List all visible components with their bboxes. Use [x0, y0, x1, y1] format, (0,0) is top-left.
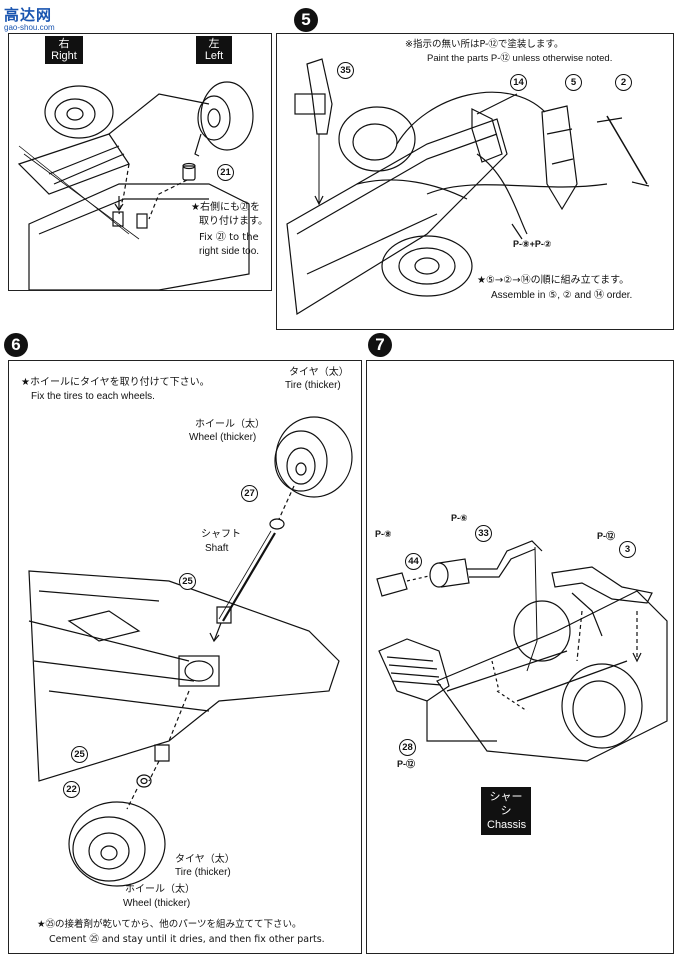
part-number-25-top: 25 — [179, 573, 196, 590]
paint-code-p6: P-⑥ — [451, 513, 468, 523]
step-number-5: 5 — [294, 8, 318, 32]
part-number-14: 14 — [510, 74, 527, 91]
step4-note-jp-2: 取り付けます。 — [199, 216, 268, 227]
step4-note-en-1: Fix ㉑ to the — [199, 232, 259, 243]
tire-top-en: Tire (thicker) — [285, 380, 341, 391]
part-number-27: 27 — [241, 485, 258, 502]
part-number-25-bottom: 25 — [71, 746, 88, 763]
step4-panel: 右 Right 左 Left 21 ★右側にも㉑を 取り付けます。 Fix ㉑ … — [8, 33, 272, 291]
tag-left-jp: 左 — [208, 37, 220, 50]
step5-note-jp: ※指示の無い所はP-⑫で塗装します。 — [405, 39, 564, 50]
step6-illustration — [28, 416, 353, 887]
part-number-28: 28 — [399, 739, 416, 756]
wheel-bottom-jp: ホイール（太） — [125, 884, 195, 895]
part-number-21: 21 — [217, 164, 234, 181]
tag-right: 右 Right — [45, 36, 83, 64]
step4-note-jp-1: ★右側にも㉑を — [191, 202, 260, 213]
step-number-6: 6 — [4, 333, 28, 357]
tag-left-en: Left — [204, 50, 224, 62]
step7-illustration — [376, 540, 668, 762]
part-number-22: 22 — [63, 781, 80, 798]
tag-right-jp: 右 — [58, 37, 70, 50]
chassis-label-en: Chassis — [487, 819, 527, 831]
logo-text: 高达网 — [4, 6, 53, 24]
part-number-35: 35 — [337, 62, 354, 79]
tag-left: 左 Left — [196, 36, 232, 64]
step7-panel: P-⑧ 44 P-⑥ 33 P-⑫ 3 28 P-⑫ シャーシ Chassis — [366, 360, 674, 954]
step-number-7: 7 — [368, 333, 392, 357]
chassis-label-jp: シャーシ — [489, 790, 523, 817]
step6-panel: ★ホイールにタイヤを取り付けて下さい。 Fix the tires to eac… — [8, 360, 362, 954]
logo-subtext: gao-shou.com — [4, 23, 55, 32]
cement-note-en: Cement ㉕ and stay until it dries, and th… — [49, 934, 325, 945]
step4-note-en-2: right side too. — [199, 246, 260, 257]
wheel-top-jp: ホイール（太） — [195, 419, 265, 430]
part-number-3: 3 — [619, 541, 636, 558]
part-number-2: 2 — [615, 74, 632, 91]
step5-panel: ※指示の無い所はP-⑫で塗装します。 Paint the parts P-⑫ u… — [276, 33, 674, 330]
part-number-5: 5 — [565, 74, 582, 91]
tire-top-jp: タイヤ（太） — [289, 367, 349, 378]
chassis-label: シャーシ Chassis — [481, 787, 531, 835]
step5-note-en: Paint the parts P-⑫ unless otherwise not… — [427, 53, 613, 64]
paint-code-p8: P-⑧ — [375, 529, 392, 539]
step5-illustration — [286, 58, 650, 316]
paint-code-p12-top: P-⑫ — [597, 531, 616, 541]
tire-bottom-jp: タイヤ（太） — [175, 854, 235, 865]
step6-note-en: Fix the tires to each wheels. — [31, 391, 155, 402]
paint-code-p12-bottom: P-⑫ — [397, 759, 416, 769]
step5-paint-code: P-⑧+P-② — [513, 239, 552, 249]
shaft-label-en: Shaft — [205, 543, 229, 554]
shaft-label-jp: シャフト — [201, 529, 241, 540]
step5-order-jp: ★⑤→②→⑭の順に組み立てます。 — [477, 275, 630, 286]
tag-right-en: Right — [51, 50, 77, 62]
tire-bottom-en: Tire (thicker) — [175, 867, 231, 878]
site-logo: 高达网 gao-shou.com — [4, 4, 66, 34]
cement-note-jp: ★㉕の接着剤が乾いてから、他のパーツを組み立てて下さい。 — [37, 919, 302, 930]
step5-order-en: Assemble in ⑤, ② and ⑭ order. — [491, 290, 633, 301]
part-number-44: 44 — [405, 553, 422, 570]
wheel-top-en: Wheel (thicker) — [189, 432, 257, 443]
step4-illustration — [17, 81, 254, 290]
step6-note-jp: ★ホイールにタイヤを取り付けて下さい。 — [21, 377, 210, 388]
wheel-bottom-en: Wheel (thicker) — [123, 898, 191, 909]
part-number-33: 33 — [475, 525, 492, 542]
